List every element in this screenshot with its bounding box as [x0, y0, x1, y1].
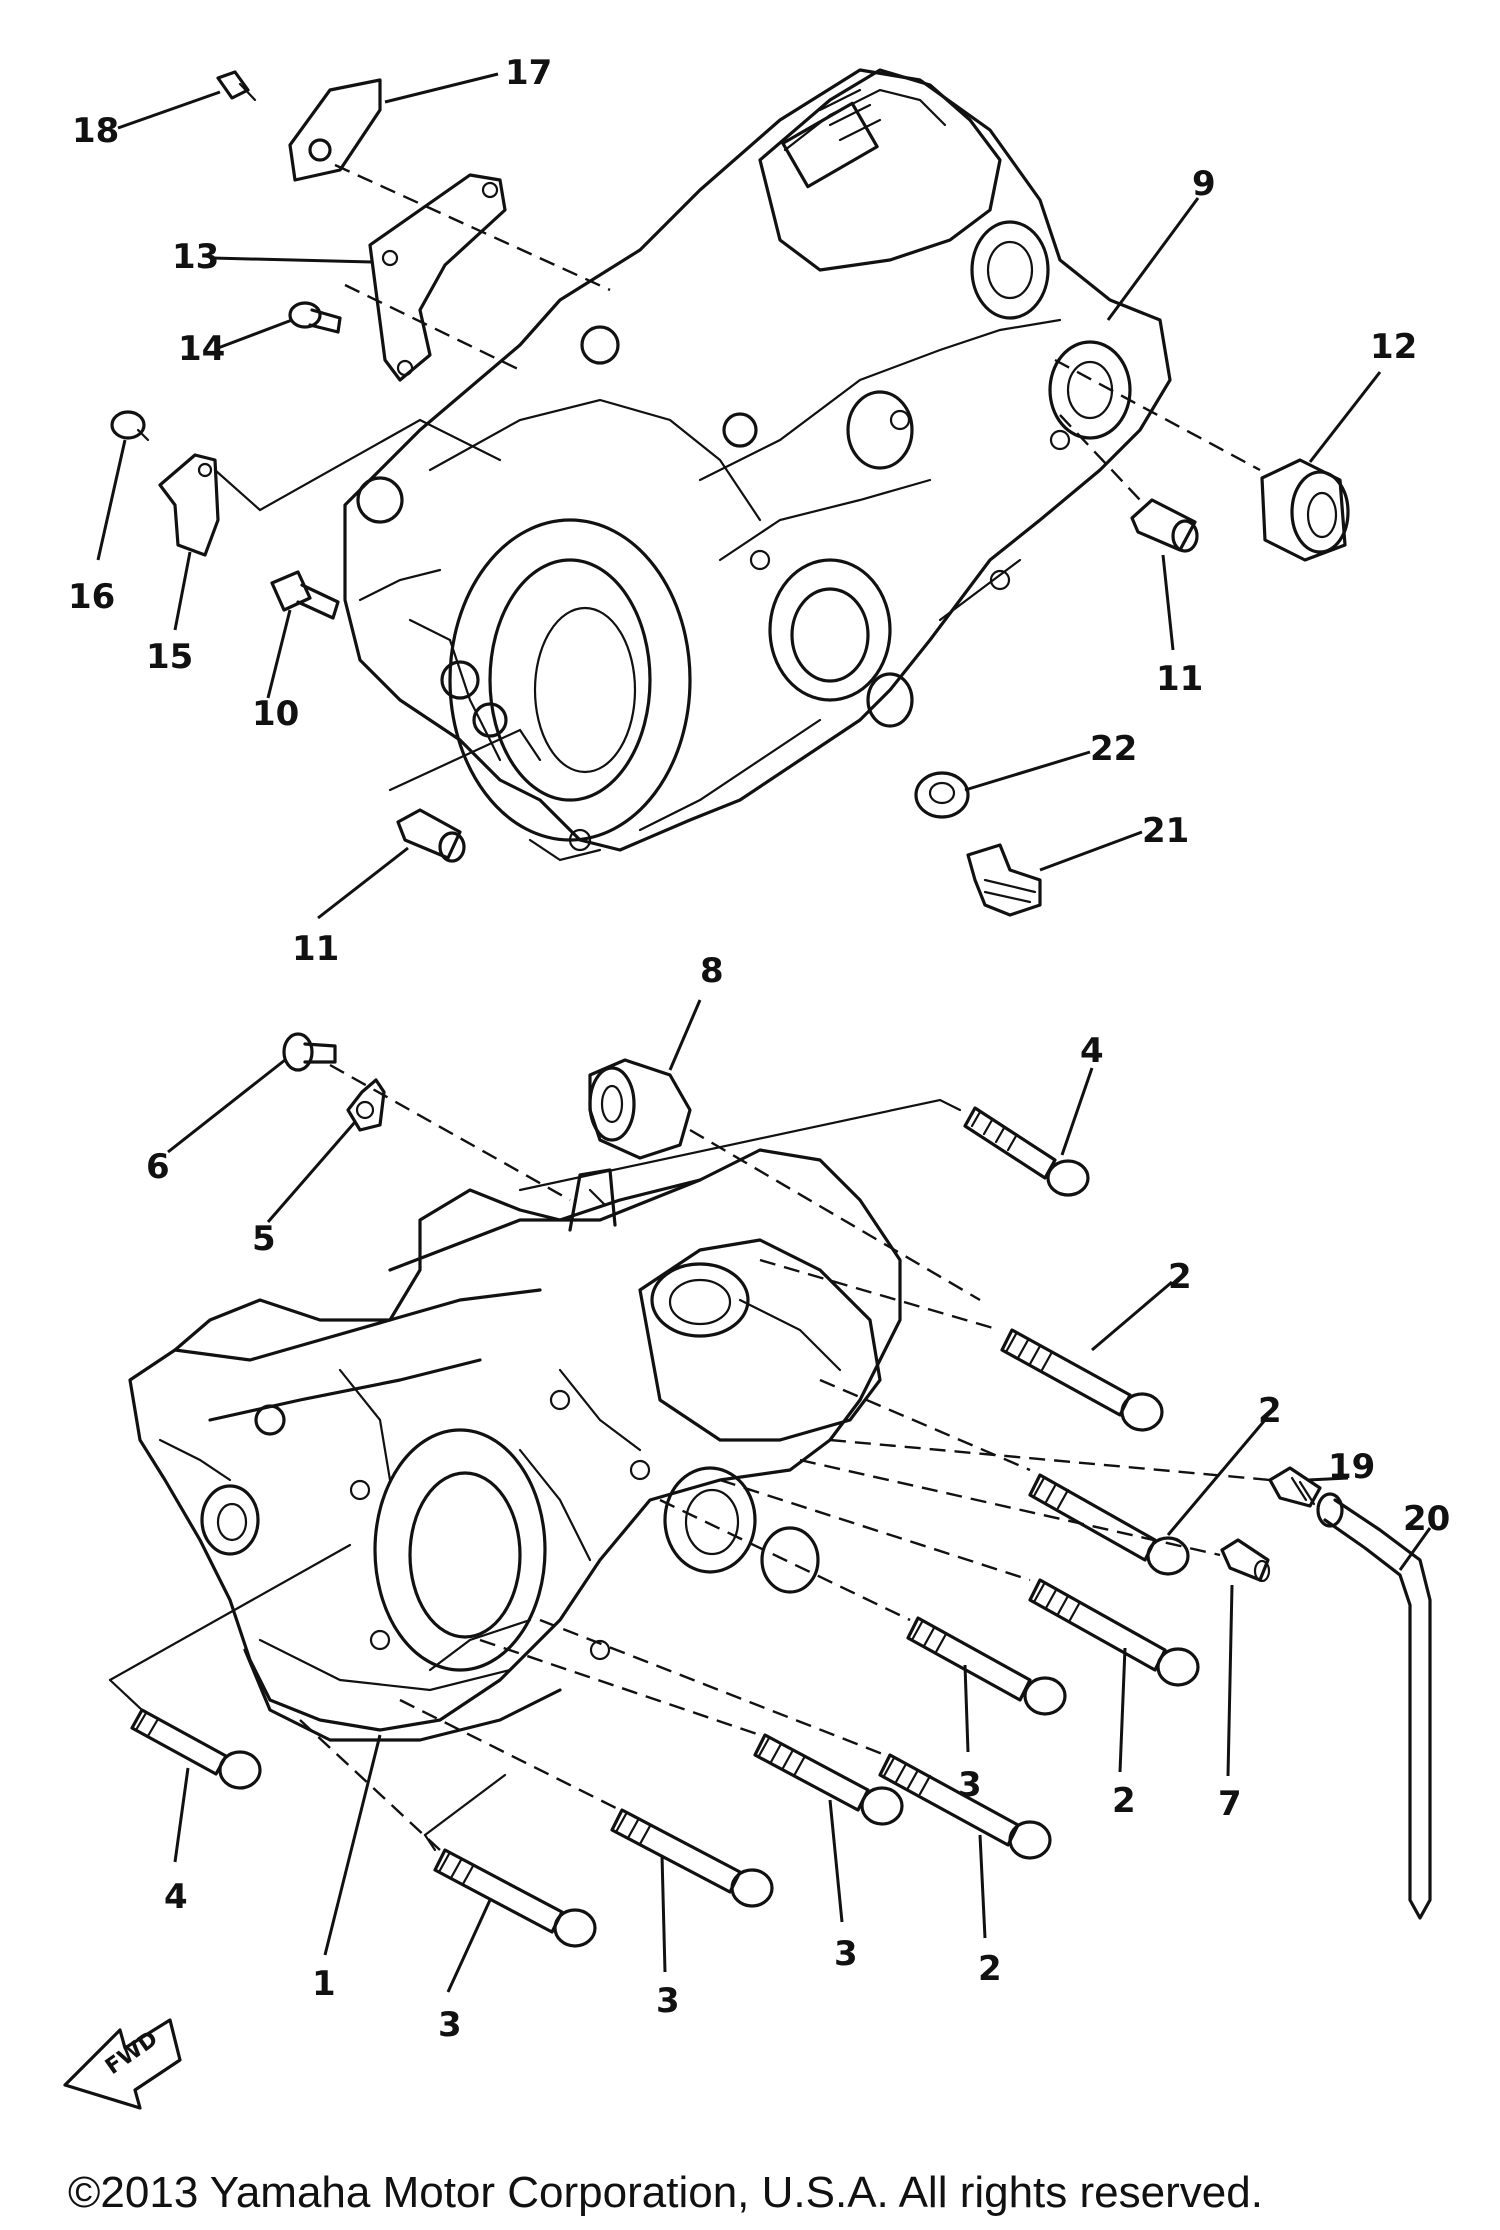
callout-3-a: 3 [958, 1765, 982, 1805]
callout-22: 22 [1090, 729, 1137, 769]
bolt-4-top [963, 1106, 1090, 1197]
callout-13: 13 [172, 237, 219, 277]
callout-12: 12 [1370, 327, 1417, 367]
crankcase-right-half [128, 1148, 902, 1742]
callout-19: 19 [1328, 1447, 1375, 1487]
callout-1: 1 [312, 1964, 336, 2004]
bolts [130, 1106, 1200, 1948]
callout-8: 8 [700, 951, 724, 991]
bolt-3-d [433, 1848, 597, 1948]
callout-2-b: 2 [1258, 1391, 1282, 1431]
screw-16 [110, 410, 150, 442]
callout-20: 20 [1403, 1499, 1450, 1539]
callout-3-c: 3 [656, 1981, 680, 2021]
dowel-7 [1220, 1538, 1271, 1583]
callout-3-b: 3 [834, 1934, 858, 1974]
callout-4-top: 4 [1080, 1031, 1104, 1071]
copyright-notice: ©2013 Yamaha Motor Corporation, U.S.A. A… [68, 2168, 1263, 2217]
callout-9: 9 [1192, 164, 1216, 204]
callout-6: 6 [146, 1147, 170, 1187]
fwd-label: FWD [101, 2026, 162, 2079]
callout-21: 21 [1142, 811, 1189, 851]
callout-5: 5 [252, 1219, 276, 1259]
upper-alignment-lines [213, 163, 1261, 792]
callout-3-d: 3 [438, 2005, 462, 2045]
callout-16: 16 [68, 577, 115, 617]
drain-plug-21 [966, 843, 1042, 917]
bolt-14 [288, 301, 342, 334]
callout-11-lower: 11 [292, 929, 339, 969]
callout-11-right: 11 [1156, 659, 1203, 699]
bracket-13 [368, 173, 507, 382]
callout-10: 10 [252, 694, 299, 734]
bolt-3-b [753, 1733, 904, 1826]
callout-18: 18 [72, 111, 119, 151]
bolt-2-d [878, 1753, 1052, 1860]
bolt-10 [270, 570, 340, 620]
screw-18 [216, 70, 257, 102]
callout-4-bottom: 4 [164, 1877, 188, 1917]
retainer-5 [346, 1078, 386, 1132]
bolt-3-c [610, 1808, 774, 1908]
oil-seal-8 [588, 1058, 692, 1160]
leader-lines [96, 72, 1432, 1993]
callout-2-a: 2 [1168, 1257, 1192, 1297]
fitting-19 [1268, 1466, 1322, 1508]
screw-6 [282, 1032, 337, 1072]
callout-7: 7 [1218, 1784, 1242, 1824]
bolt-2-b [1028, 1473, 1190, 1576]
dowel-11-right [1130, 498, 1199, 553]
oil-seal-12 [1260, 458, 1350, 562]
lower-small-parts [282, 1032, 1432, 1920]
callout-17: 17 [505, 53, 552, 93]
callout-14: 14 [178, 329, 225, 369]
bolt-2-a [1000, 1328, 1164, 1432]
cover-plate-17 [288, 78, 382, 182]
bolt-4-bottom [130, 1708, 262, 1790]
hose-20 [1316, 1492, 1432, 1920]
fwd-arrow: FWD [63, 2018, 182, 2110]
callout-labels: 18 17 13 14 16 15 10 11 9 12 11 22 21 8 … [68, 53, 1450, 2045]
bolt-2-c [1028, 1578, 1200, 1687]
bracket-15 [158, 453, 220, 557]
callout-15: 15 [146, 637, 193, 677]
lower-alignment-lines [108, 1063, 1271, 1852]
callout-2-d: 2 [978, 1949, 1002, 1989]
callout-2-c: 2 [1112, 1781, 1136, 1821]
crankcase-left-half [343, 68, 1172, 862]
bolt-3-a [906, 1616, 1067, 1716]
washer-22 [914, 771, 970, 819]
dowel-11-lower [396, 808, 466, 863]
upper-small-parts [110, 70, 1350, 917]
